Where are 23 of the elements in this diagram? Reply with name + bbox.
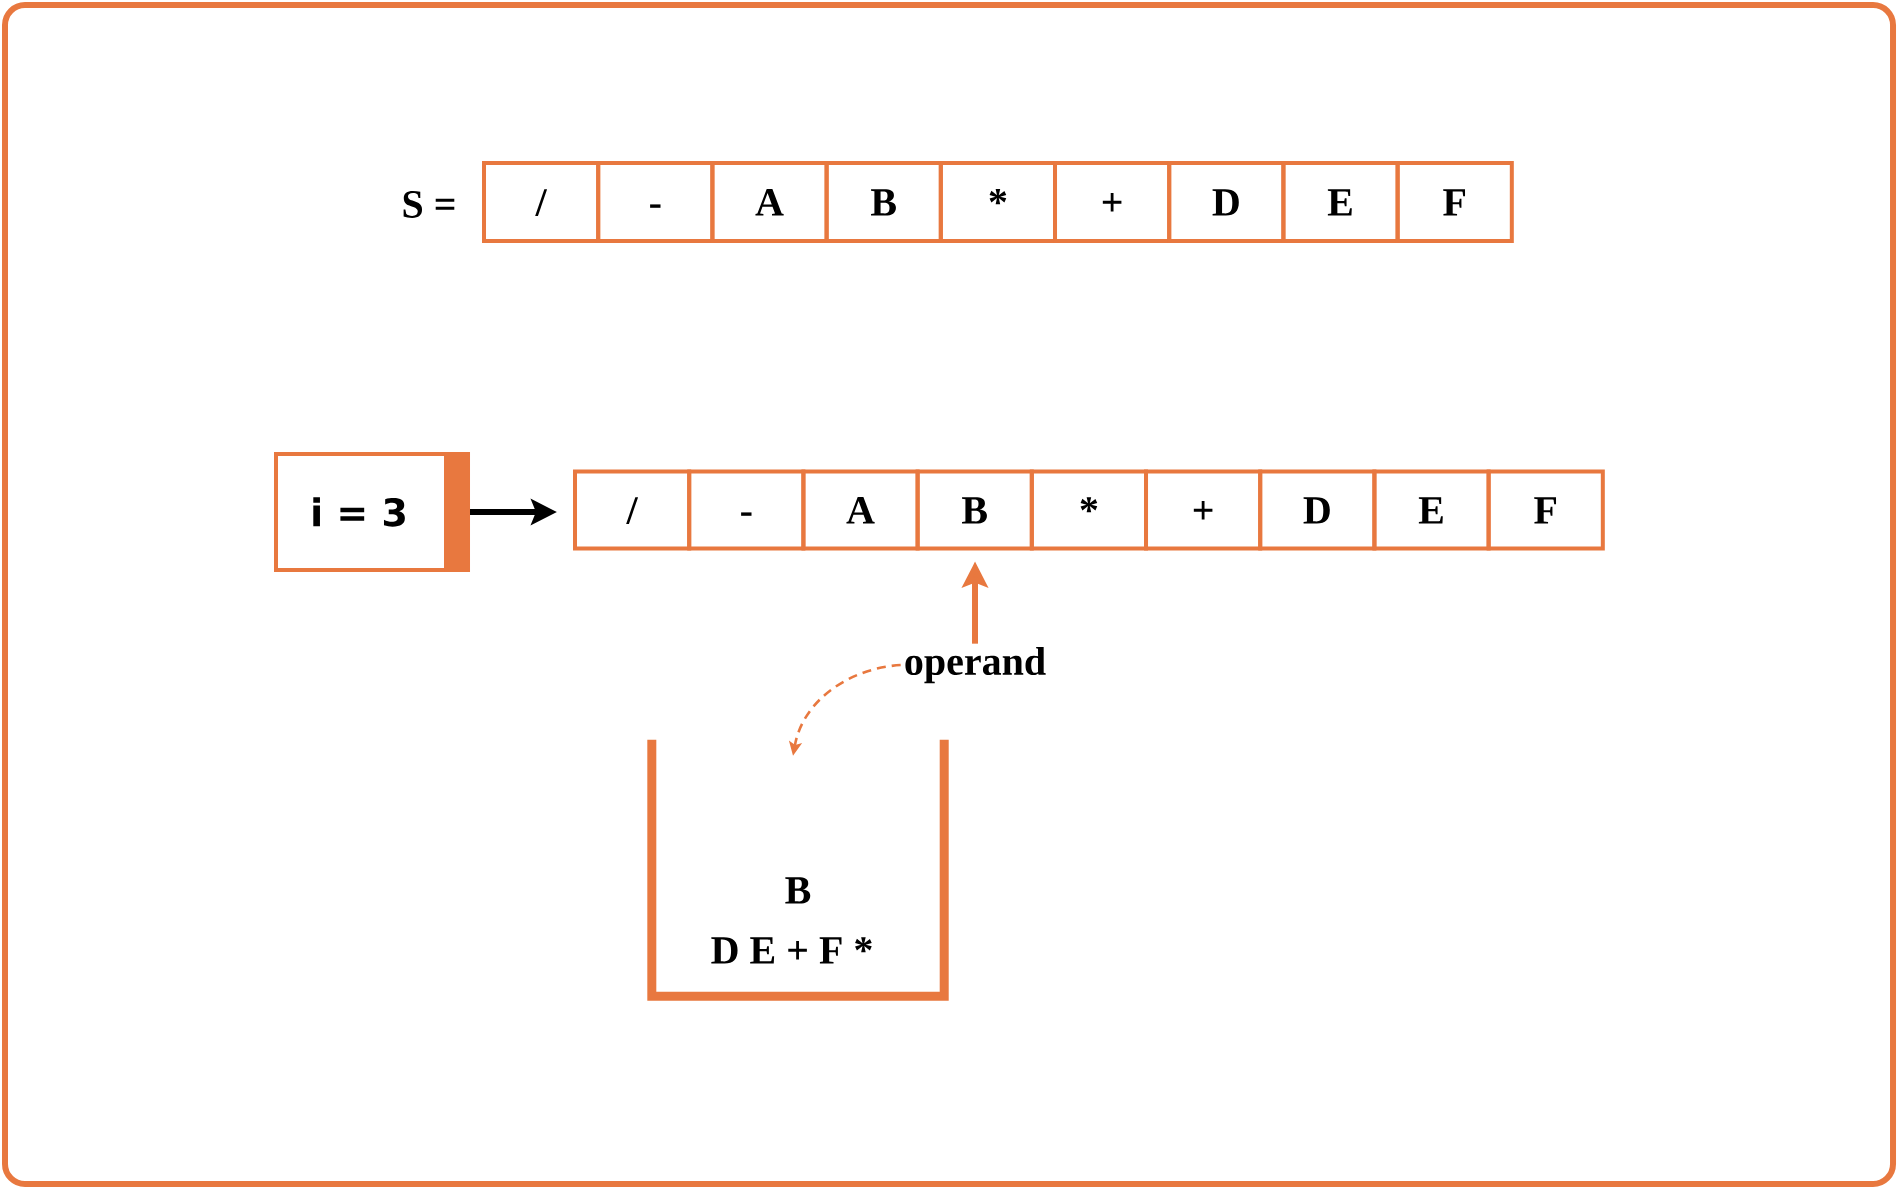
stack-item: B <box>785 877 811 904</box>
array-cell: F <box>1486 469 1605 551</box>
array-cell: / <box>482 161 601 243</box>
array-cell: B <box>824 161 943 243</box>
array-cell: + <box>1053 161 1172 243</box>
array-cell: B <box>915 469 1034 551</box>
pointer-box: i = 3 <box>274 452 470 572</box>
array-cell: E <box>1372 469 1491 551</box>
array-cell: D <box>1258 469 1377 551</box>
array-cell: A <box>801 469 920 551</box>
array-cell: D <box>1167 161 1286 243</box>
array-cell: / <box>573 469 692 551</box>
array-cell: * <box>938 161 1057 243</box>
array-cell: * <box>1029 469 1148 551</box>
callout-label: operand <box>905 646 1046 684</box>
array-cell: - <box>596 161 715 243</box>
array-cell: F <box>1395 161 1514 243</box>
array-cell: - <box>687 469 806 551</box>
stack <box>647 739 949 1001</box>
array-cell: E <box>1281 161 1400 243</box>
array-cell: A <box>710 161 829 243</box>
array-cell: + <box>1144 469 1263 551</box>
stack-item: D E + F * <box>711 937 872 964</box>
